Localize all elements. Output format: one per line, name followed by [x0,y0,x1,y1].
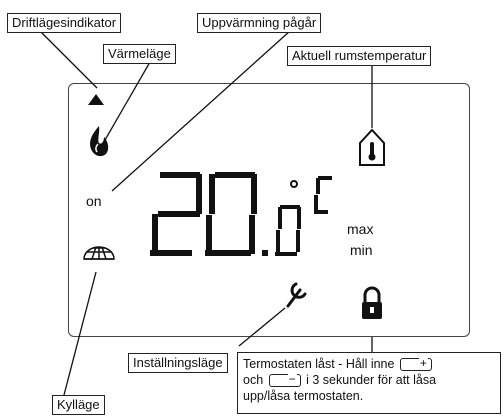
minus-button-icon: − [268,372,301,388]
leader-settings [238,307,286,347]
lock-note-line2-suffix: i 3 sekunder för att låsa [306,373,437,387]
callout-heat-mode: Värmeläge [103,44,176,64]
on-label: on [86,193,102,209]
lock-note-line2-prefix: och [243,373,264,387]
decimal-point [262,250,268,256]
triangle-up-icon [88,94,104,105]
leader-cooling [63,271,97,396]
leader-heat-mode [104,61,151,141]
callout-room-temperature: Aktuell rumstemperatur [287,46,432,66]
temperature-readout: 200°C [150,262,270,263]
lock-note-line3: upp/låsa termostaten. [243,389,364,403]
callout-settings-mode: Inställningsläge [128,353,228,373]
flame-icon [90,126,109,157]
leader-lines [39,30,373,396]
plus-button-icon: + [399,356,432,372]
digit-2 [150,172,202,256]
callout-heating-active: Uppvärmning pågår [197,13,322,33]
unit-letter-c [314,176,332,214]
lock-note-line1: Termostaten låst - Håll inne + [243,356,495,372]
plus-symbol: + [418,356,428,371]
min-label: min [350,242,373,258]
lock-note-line1-text: Termostaten låst - Håll inne [243,357,395,371]
minus-symbol: − [287,372,297,387]
leader-heating [111,30,291,192]
padlock-icon [362,286,382,319]
lcd-display-panel [68,83,470,337]
lock-instruction-note: Termostaten låst - Håll inne + och − i 3… [237,352,501,414]
max-label: max [347,221,374,237]
digit-decimal-0 [275,205,301,256]
callout-mode-indicator: Driftlägesindikator [7,13,122,33]
degree-symbol [290,180,298,188]
leader-mode-indicator [39,30,98,89]
wrench-icon [286,282,307,308]
callout-cooling-mode: Kylläge [52,395,105,415]
digit-0 [205,172,257,256]
house-thermometer-icon [359,128,385,166]
unit-letter: C [152,262,153,263]
lock-note-line2: och − i 3 sekunder för att låsa [243,372,495,388]
globe-grid-icon [83,246,115,260]
